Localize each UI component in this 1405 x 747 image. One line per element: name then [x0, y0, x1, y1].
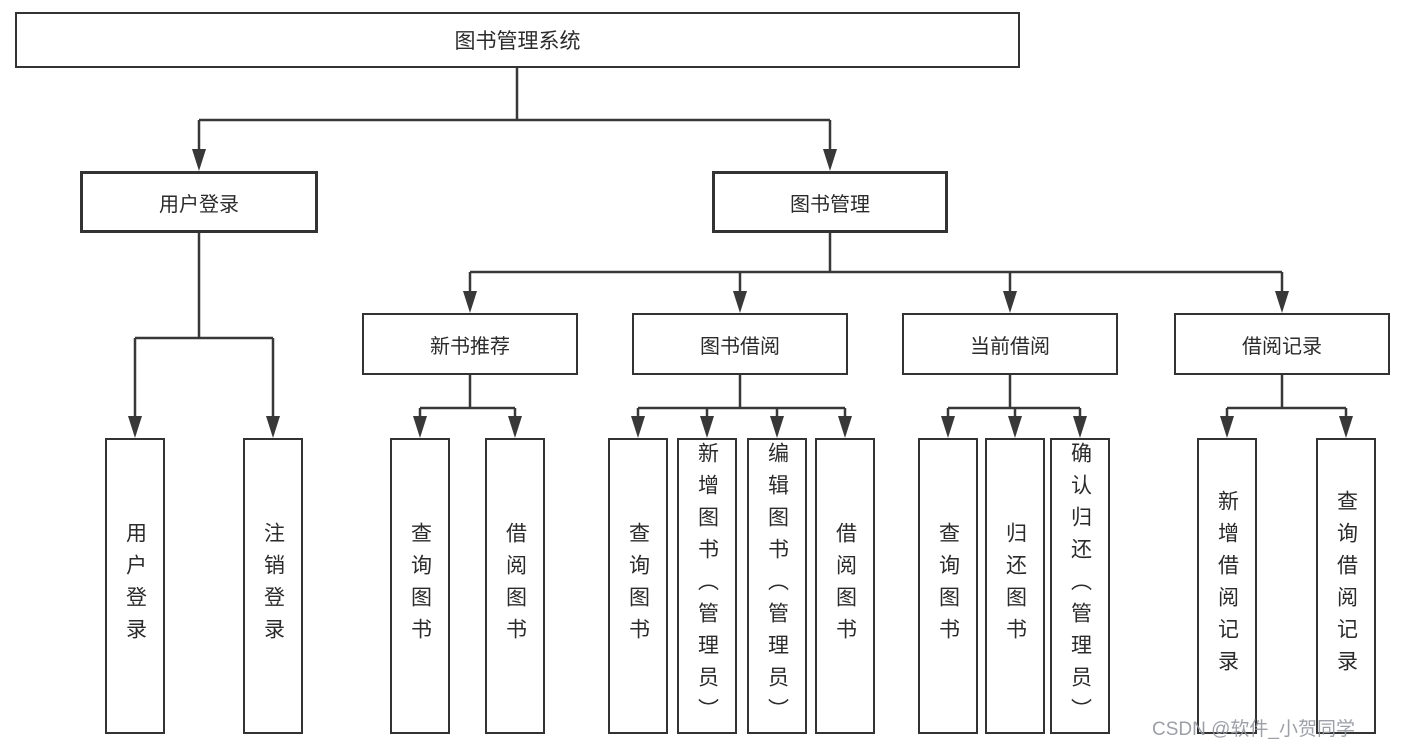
- leaf-add-books-admin-label: 新增图书（管理员）: [695, 442, 719, 730]
- leaf-add-borrow-record-label: 新增借阅记录: [1215, 490, 1239, 682]
- leaf-query-books-borrowing-label: 查询图书: [626, 522, 650, 650]
- leaf-add-books-admin: 新增图书（管理员）: [677, 438, 737, 734]
- leaf-query-books-borrowing: 查询图书: [608, 438, 668, 734]
- node-book-borrowing: 图书借阅: [632, 313, 848, 375]
- leaf-borrow-books-recommend-label: 借阅图书: [503, 522, 527, 650]
- leaf-return-books-label: 归还图书: [1003, 522, 1027, 650]
- leaf-logout-label: 注销登录: [261, 522, 285, 650]
- node-book-borrowing-label: 图书借阅: [700, 335, 780, 358]
- leaf-borrow-books-borrowing: 借阅图书: [815, 438, 875, 734]
- leaf-logout: 注销登录: [243, 438, 303, 734]
- leaf-query-books-current-label: 查询图书: [936, 522, 960, 650]
- leaf-query-books-current: 查询图书: [918, 438, 978, 734]
- leaf-confirm-return-admin-label: 确认归还（管理员）: [1068, 442, 1092, 730]
- tree-connector-path: [133, 68, 1348, 420]
- node-current-borrowing-label: 当前借阅: [970, 335, 1050, 358]
- node-root: 图书管理系统: [15, 12, 1020, 68]
- node-user-login: 用户登录: [80, 171, 318, 233]
- node-current-borrowing: 当前借阅: [902, 313, 1118, 375]
- leaf-borrow-books-recommend: 借阅图书: [485, 438, 545, 734]
- leaf-borrow-books-borrowing-label: 借阅图书: [833, 522, 857, 650]
- leaf-query-books-recommend: 查询图书: [390, 438, 450, 734]
- node-book-management: 图书管理: [712, 171, 948, 233]
- node-borrowing-records: 借阅记录: [1174, 313, 1390, 375]
- leaf-user-login-label: 用户登录: [123, 522, 147, 650]
- arrowheads: [128, 149, 1353, 438]
- leaf-edit-books-admin-label: 编辑图书（管理员）: [765, 442, 789, 730]
- node-new-book-recommend-label: 新书推荐: [430, 335, 510, 358]
- leaf-edit-books-admin: 编辑图书（管理员）: [747, 438, 807, 734]
- leaf-user-login: 用户登录: [105, 438, 165, 734]
- node-root-label: 图书管理系统: [454, 30, 581, 53]
- watermark: CSDN @软件_小贺同学: [1152, 719, 1355, 740]
- leaf-query-borrow-record-label: 查询借阅记录: [1334, 490, 1358, 682]
- leaf-return-books: 归还图书: [985, 438, 1045, 734]
- node-user-login-label: 用户登录: [159, 193, 239, 216]
- leaf-confirm-return-admin: 确认归还（管理员）: [1050, 438, 1110, 734]
- leaf-add-borrow-record: 新增借阅记录: [1197, 438, 1257, 734]
- node-new-book-recommend: 新书推荐: [362, 313, 578, 375]
- leaf-query-borrow-record: 查询借阅记录: [1316, 438, 1376, 734]
- leaf-query-books-recommend-label: 查询图书: [408, 522, 432, 650]
- node-book-management-label: 图书管理: [790, 193, 870, 216]
- node-borrowing-records-label: 借阅记录: [1242, 335, 1322, 358]
